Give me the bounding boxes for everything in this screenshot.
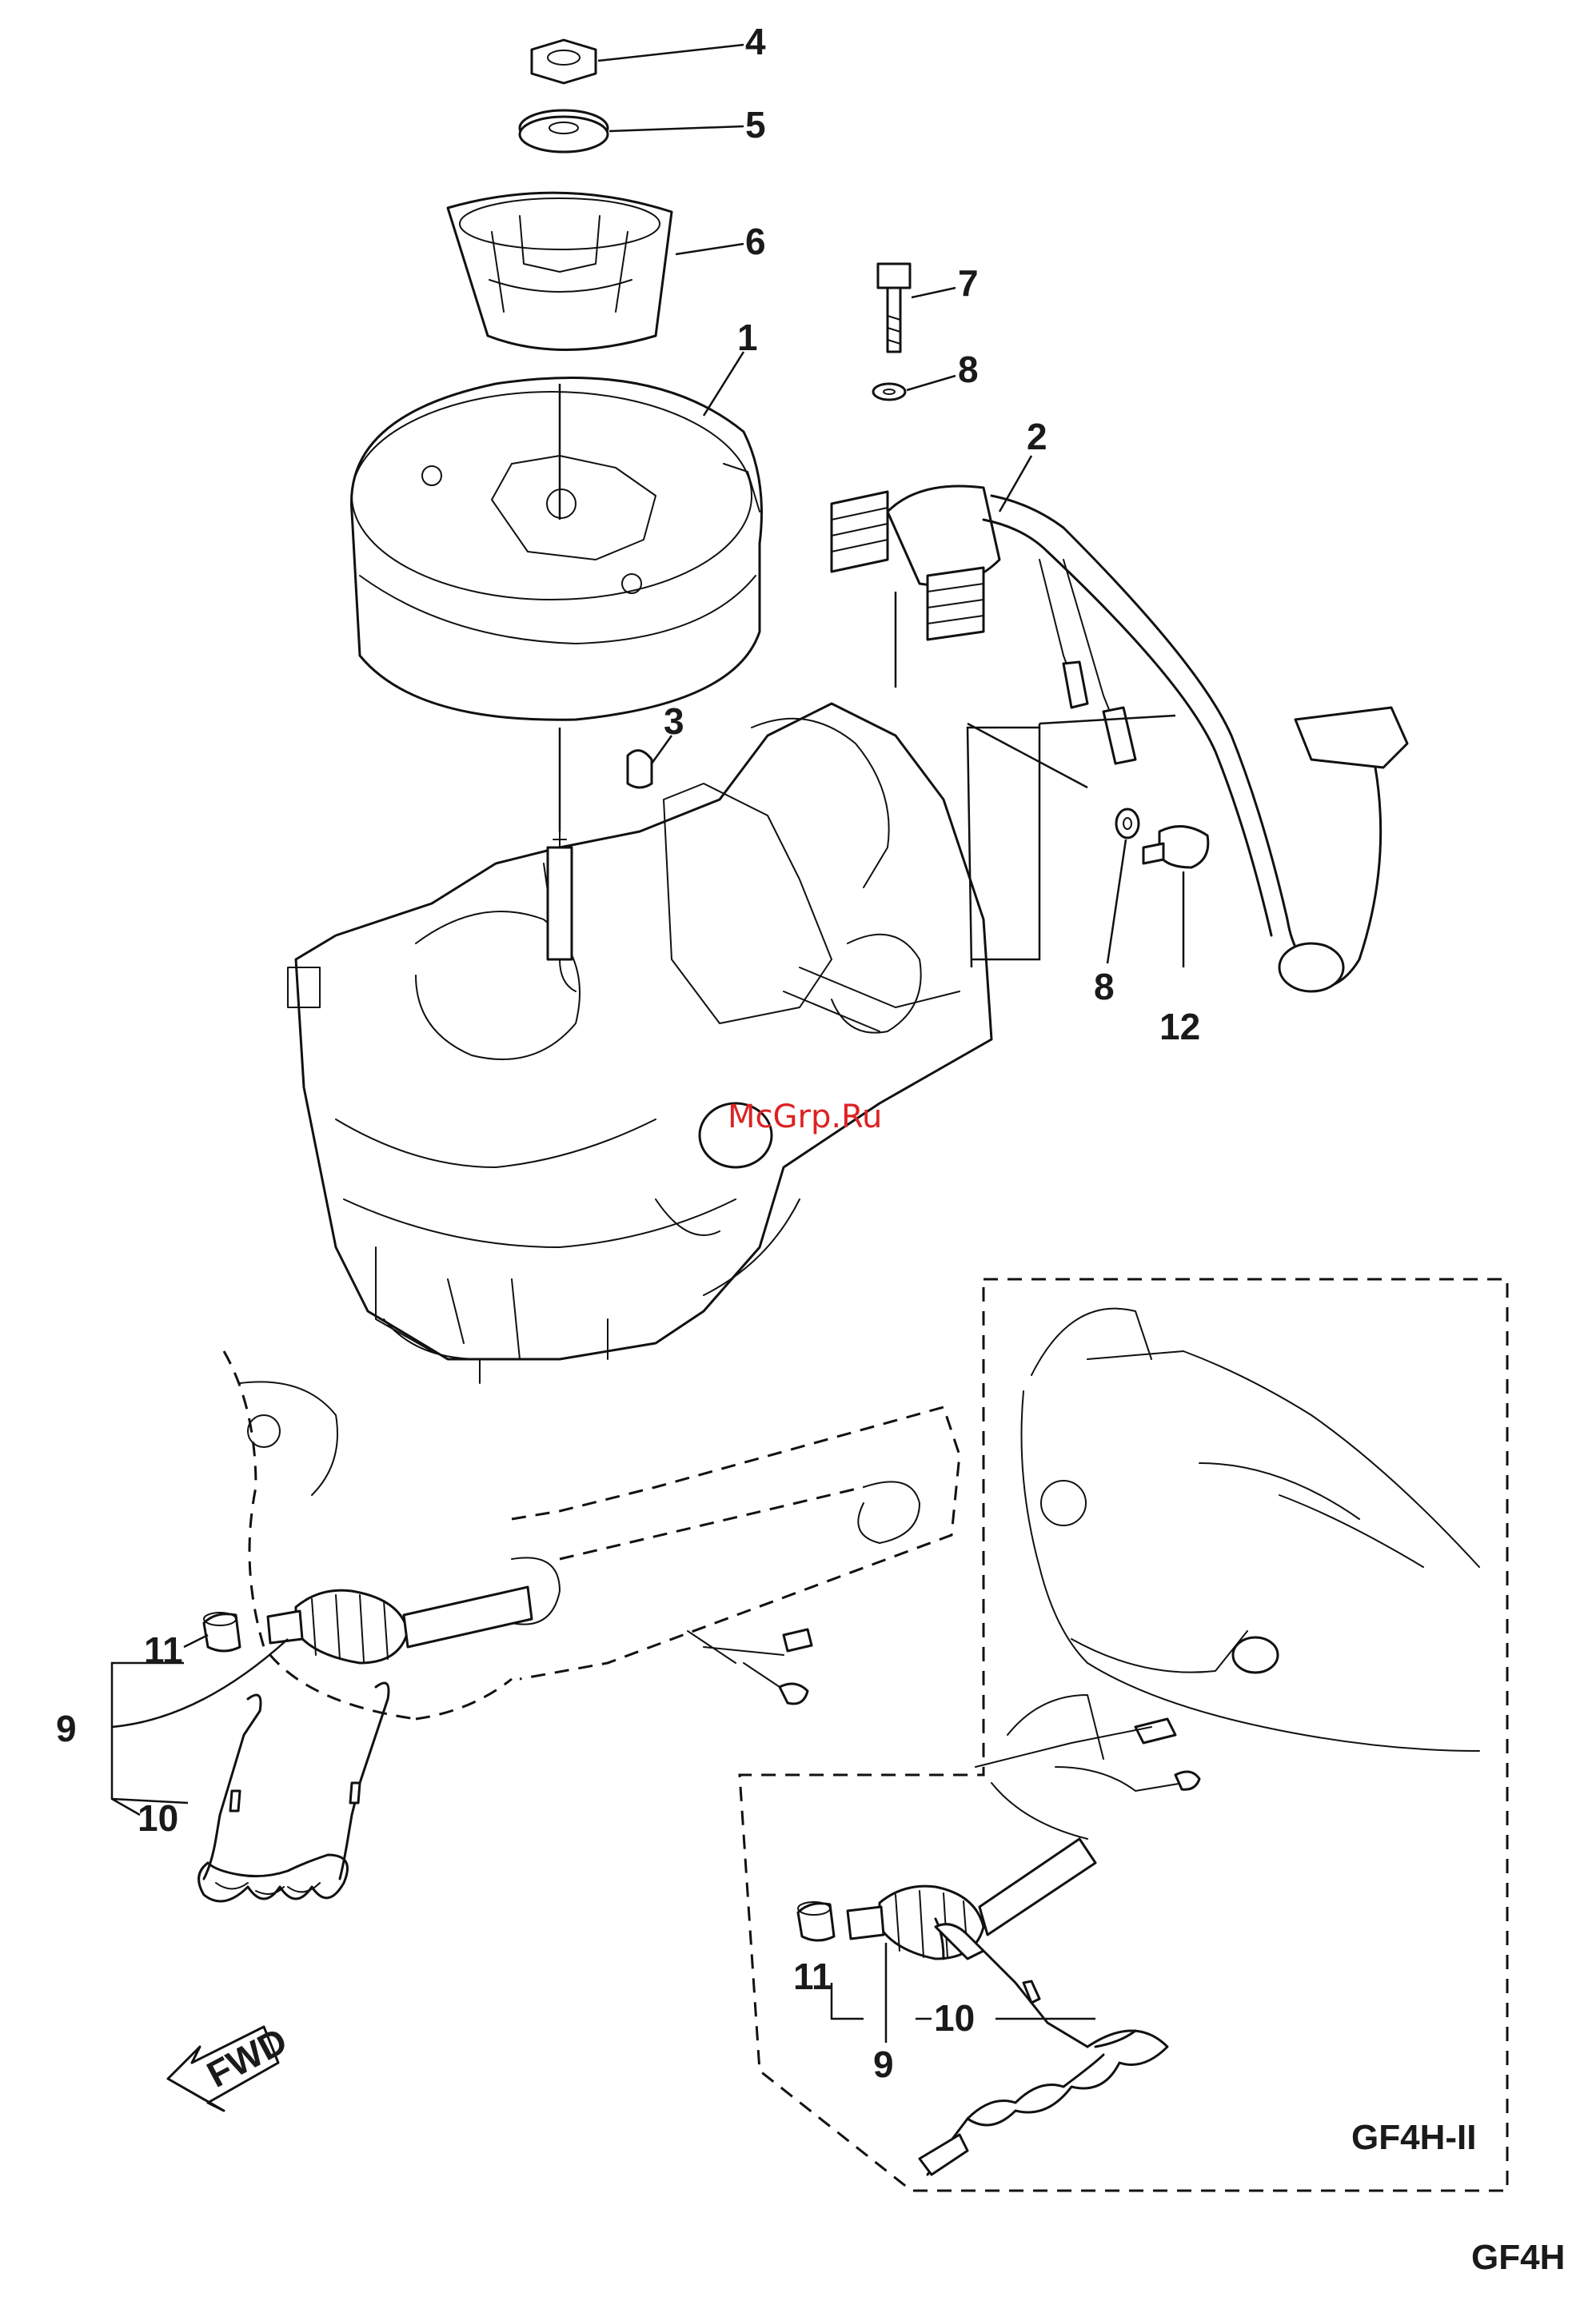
callout-9a: 9 xyxy=(56,1708,77,1749)
part-12-screw xyxy=(1143,827,1208,867)
part-3-key xyxy=(628,751,652,788)
callout-4: 4 xyxy=(745,21,766,62)
callout-5: 5 xyxy=(745,104,766,146)
callout-12: 12 xyxy=(1159,1006,1200,1047)
callout-8a: 8 xyxy=(958,349,979,390)
part-5-washer xyxy=(520,110,608,152)
callout-2: 2 xyxy=(1027,416,1047,457)
part-10-lanyard-main xyxy=(199,1683,389,1901)
part-4-nut xyxy=(532,40,596,83)
lower-bracket xyxy=(224,1351,960,1719)
callout-8b: 8 xyxy=(1094,966,1115,1007)
part-6-pulley xyxy=(448,193,672,349)
callout-9b: 9 xyxy=(873,2044,894,2085)
part-1-flywheel xyxy=(352,378,762,720)
callout-10b: 10 xyxy=(934,1997,975,2039)
part-7-bolt xyxy=(878,264,910,352)
callout-3: 3 xyxy=(664,700,684,742)
callout-7: 7 xyxy=(958,262,979,304)
model-code: GF4H xyxy=(1471,2238,1565,2277)
callout-1: 1 xyxy=(737,317,758,358)
callout-11b: 11 xyxy=(793,1956,832,1997)
engine-crankcase xyxy=(288,704,992,1383)
part-11-cap-inset xyxy=(798,1902,834,1940)
part-10-lanyard-inset xyxy=(920,1919,1167,2175)
callout-11a: 11 xyxy=(144,1629,183,1671)
part-9-stop-switch-main xyxy=(268,1587,532,1663)
watermark: McGrp.Ru xyxy=(728,1099,882,1135)
part-8-washer-lower xyxy=(1116,809,1139,838)
fwd-label: FWD xyxy=(200,2020,293,2096)
part-8-washer-top xyxy=(873,384,905,400)
fwd-arrow-icon: FWD xyxy=(168,2020,293,2111)
part-11-cap-main xyxy=(204,1613,240,1651)
inset-model-code: GF4H-II xyxy=(1351,2118,1476,2157)
inset-panel xyxy=(740,1279,1507,2191)
callout-6: 6 xyxy=(745,221,766,262)
callout-10a: 10 xyxy=(138,1797,178,1839)
